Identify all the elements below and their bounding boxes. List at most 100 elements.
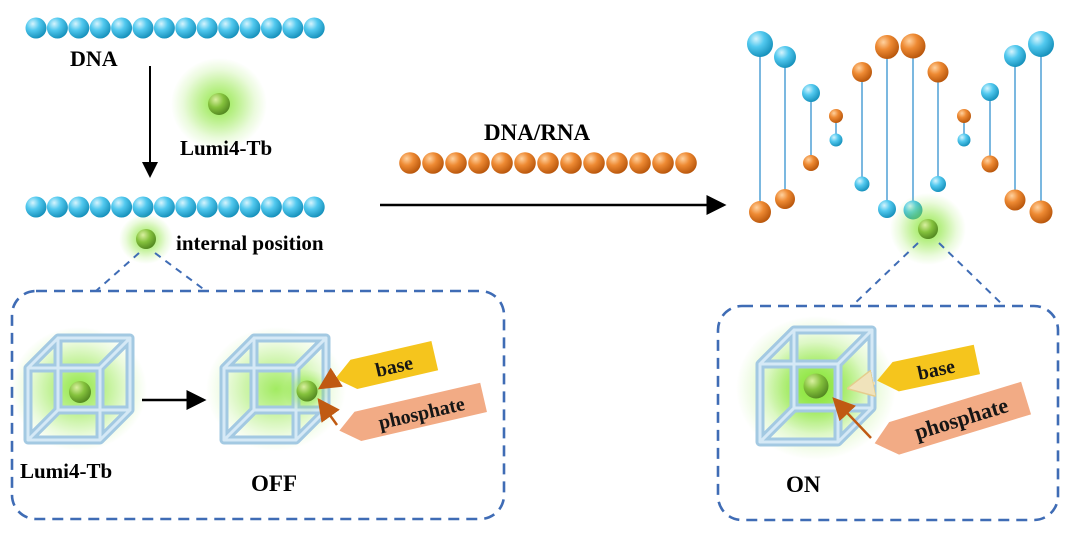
bead-cyan <box>774 46 796 68</box>
lumi4tb-top-label: Lumi4-Tb <box>180 136 272 160</box>
dna-strand-top <box>25 17 325 39</box>
bead-cyan <box>303 17 325 39</box>
bead-cyan <box>153 196 175 218</box>
bead-cyan <box>957 133 971 147</box>
tb-sphere <box>803 373 829 399</box>
bead-cyan <box>111 196 133 218</box>
bead-cyan <box>981 83 999 101</box>
on-label: ON <box>786 472 821 497</box>
rna-strand <box>399 152 697 174</box>
bead-orange <box>606 152 628 174</box>
bead-cyan <box>132 17 154 39</box>
dna-rna-label: DNA/RNA <box>484 120 590 145</box>
bead-cyan <box>175 196 197 218</box>
bead-cyan <box>46 196 68 218</box>
bead-cyan <box>196 17 218 39</box>
tb-sphere <box>136 229 156 249</box>
tag-base-right: base <box>877 344 981 392</box>
left-zoom-box <box>10 289 506 521</box>
bead-cyan <box>218 196 240 218</box>
bead-orange <box>652 152 674 174</box>
arrow-phosphate-right <box>832 397 872 439</box>
tag-phosphate-left: phosphate <box>339 382 487 441</box>
arrow-base-right <box>850 383 875 388</box>
bead-cyan <box>282 196 304 218</box>
internal-sphere <box>119 214 173 264</box>
cube-on <box>736 316 896 460</box>
bead-orange <box>491 152 513 174</box>
bead-orange <box>875 35 899 59</box>
bead-cyan <box>46 17 68 39</box>
bead-cyan <box>1028 31 1054 57</box>
tb-sphere <box>208 93 230 115</box>
bead-cyan <box>239 17 261 39</box>
cube-lumi4tb <box>11 327 147 451</box>
bead-orange <box>957 109 971 123</box>
bead-orange <box>422 152 444 174</box>
base-tag-shape <box>335 341 439 389</box>
bead-cyan <box>196 196 218 218</box>
arrow-phosphate-left <box>317 397 340 426</box>
bead-cyan <box>303 196 325 218</box>
bead-orange <box>900 33 926 59</box>
bead-orange <box>399 152 421 174</box>
bead-cyan <box>854 176 870 192</box>
right-zoom-box <box>716 304 1060 522</box>
bead-orange <box>468 152 490 174</box>
bead-orange <box>537 152 559 174</box>
bead-cyan <box>25 196 47 218</box>
bead-cyan <box>878 200 896 218</box>
bead-orange <box>514 152 536 174</box>
bead-cyan <box>68 196 90 218</box>
bead-orange <box>1004 189 1026 211</box>
tb-sphere <box>296 380 318 402</box>
bead-cyan <box>282 17 304 39</box>
bead-orange <box>629 152 651 174</box>
dna-strand-internal <box>25 196 325 218</box>
bead-orange <box>749 201 771 223</box>
bead-cyan <box>89 17 111 39</box>
tag-base-left: base <box>335 341 439 389</box>
bead-cyan <box>747 31 773 57</box>
lumi4tb-box-label: Lumi4-Tb <box>20 459 112 483</box>
bead-orange <box>829 109 843 123</box>
lumi4tb-sphere-top <box>171 58 267 150</box>
bead-orange <box>675 152 697 174</box>
bead-cyan <box>111 17 133 39</box>
bead-orange <box>927 61 949 83</box>
helix-lumi4tb-sphere <box>890 193 966 265</box>
bead-cyan <box>175 17 197 39</box>
phosphate-tag-shape <box>339 382 487 441</box>
bead-orange <box>803 155 819 171</box>
bead-cyan <box>218 17 240 39</box>
bead-orange <box>560 152 582 174</box>
bead-cyan <box>260 17 282 39</box>
bead-cyan <box>68 17 90 39</box>
bead-orange <box>583 152 605 174</box>
internal-position-label: internal position <box>176 231 324 255</box>
zoom-cone-line <box>95 252 140 292</box>
bead-cyan <box>25 17 47 39</box>
tb-sphere <box>69 381 91 403</box>
off-label: OFF <box>251 471 297 496</box>
bead-cyan <box>930 176 946 192</box>
bead-cyan <box>239 196 261 218</box>
bead-cyan <box>89 196 111 218</box>
bead-orange <box>981 155 999 173</box>
bead-cyan <box>153 17 175 39</box>
bead-orange <box>1029 200 1053 224</box>
bead-cyan <box>802 84 820 102</box>
zoom-cone-line <box>938 242 1005 307</box>
phosphate-tag-shape <box>874 381 1032 455</box>
bead-orange <box>852 62 872 82</box>
bead-cyan <box>1004 45 1026 67</box>
bead-cyan <box>829 133 843 147</box>
zoom-cone-line <box>851 242 919 307</box>
bead-cyan <box>132 196 154 218</box>
bead-orange <box>775 189 795 209</box>
bead-cyan <box>260 196 282 218</box>
tb-sphere <box>918 219 938 239</box>
bead-orange <box>445 152 467 174</box>
cube-off <box>206 327 346 451</box>
